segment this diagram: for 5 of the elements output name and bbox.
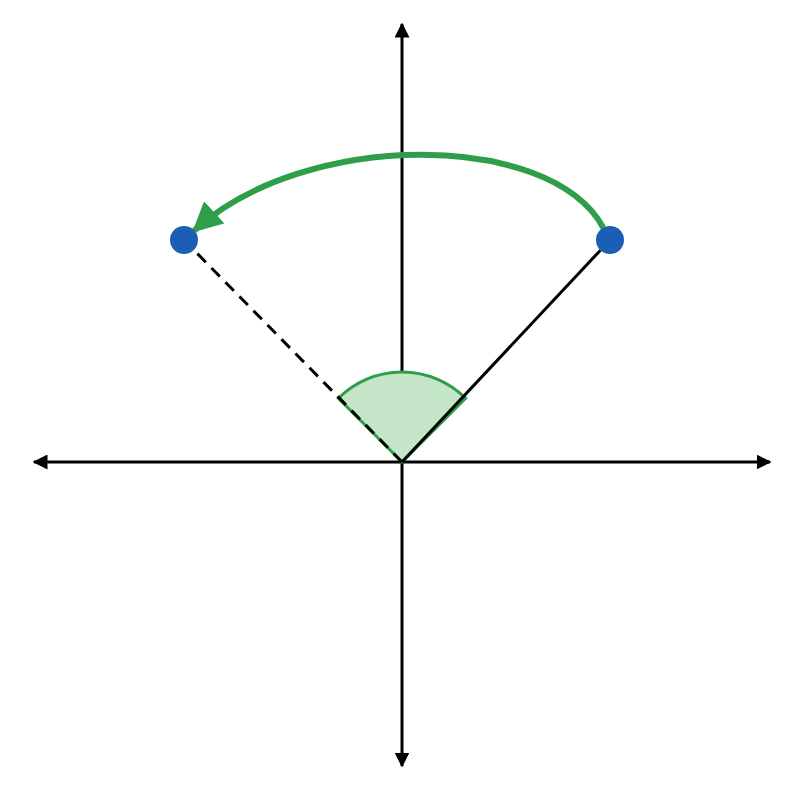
curved-arrow [191, 151, 606, 233]
line [400, 249, 602, 464]
dashed-line [192, 248, 404, 464]
point [170, 226, 198, 254]
point [596, 226, 624, 254]
